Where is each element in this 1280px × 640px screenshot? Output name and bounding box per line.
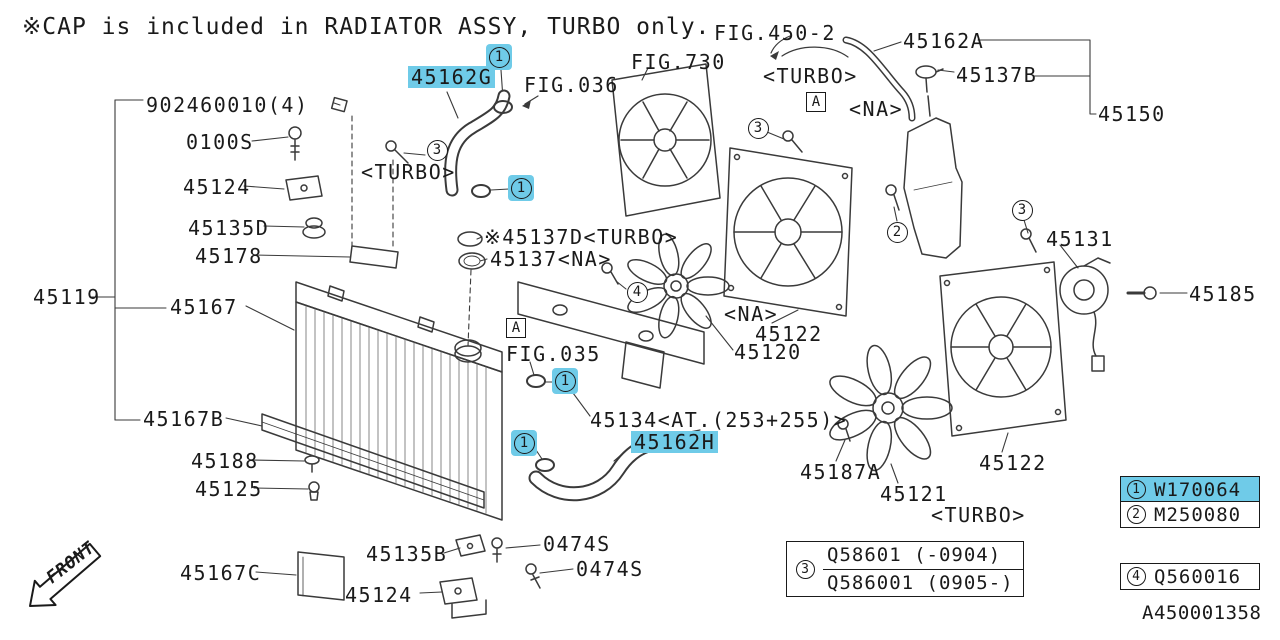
radiator-drawing [295,281,503,521]
fan-shroud-45122-center-drawing [723,147,853,317]
label-45137: 45137<NA> [490,247,612,271]
label-45135b: 45135B [366,542,448,566]
part-code: Q560016 [1154,565,1242,588]
label-45150: 45150 [1098,102,1166,126]
callout-number: 3 [795,559,815,579]
fan-assembly-fig730-drawing [611,63,721,217]
label-45137d: ※45137D<TURBO> [484,225,679,249]
variant-turbo-hose: <TURBO> [361,160,456,184]
label-45178: 45178 [195,244,263,268]
fig-730-ref: FIG.730 [631,50,726,74]
label-45124: 45124 [183,175,251,199]
label-45119: 45119 [33,285,101,309]
callout-number: 3 [1011,199,1033,221]
fig-035-ref: FIG.035 [506,342,601,366]
callout-number: 1 [488,46,510,68]
callout-number: 4 [626,281,648,303]
callout-number: 1 [554,370,576,392]
bolt-45185-drawing [1126,286,1157,300]
callout-number: 3 [747,117,769,139]
part-code: M250080 [1154,503,1242,526]
legend-q3-box: 3 Q58601 (-0904) Q586001 (0905-) [786,541,1024,597]
fan-shroud-45122-right-drawing [939,261,1067,437]
callout-number: 1 [510,177,532,199]
fan-motor-45131-drawing [1059,257,1111,372]
label-45162g: 45162G [408,66,496,88]
legend-item-m250080: 2 M250080 [1120,501,1260,529]
callout-number-column: 3 [787,542,823,596]
callout-4: 4 [624,279,650,305]
callout-1: 1 [486,44,512,70]
label-45131: 45131 [1046,227,1114,251]
variant-na-top: <NA> [849,97,904,121]
callout-number: 1 [1127,480,1146,499]
note-text: ※CAP is included in RADIATOR ASSY, TURBO… [22,14,711,40]
crossmember-45134-drawing [517,281,705,389]
part-code: W170064 [1154,478,1242,501]
reservoir-45150-drawing [903,95,963,259]
legend-item-w170064: 1 W170064 [1120,476,1260,503]
callout-number: 2 [1127,505,1146,525]
part-code: Q58601 (-0904) [823,542,1023,570]
label-45187a: 45187A [800,460,882,484]
legend-q3-rows: Q58601 (-0904) Q586001 (0905-) [823,542,1023,596]
part-code: Q586001 (0905-) [827,571,1014,594]
callout-1: 1 [511,430,537,456]
cap-45137b-drawing [915,65,944,93]
radiator-cap-45137-drawing [457,231,486,270]
callout-3: 3 [1009,197,1035,223]
legend-item-q560016: 4 Q560016 [1120,563,1260,590]
label-902460010: 902460010(4) [146,93,309,117]
callout-1: 1 [508,175,534,201]
document-number: A450001358 [1142,602,1262,624]
label-45122-center: 45122 [755,322,823,346]
view-marker-a: A [806,92,826,112]
label-45167b: 45167B [143,407,225,431]
front-arrow: FRONT [29,538,102,607]
label-0100s: 0100S [186,130,254,154]
fig-036-ref: FIG.036 [524,73,619,97]
variant-na-mid: <NA> [724,302,779,326]
reservoir-hose-45162a-drawing [781,36,916,122]
label-45188: 45188 [191,449,259,473]
lower-support-45167b-drawing [261,413,485,509]
callout-number: 4 [1127,567,1146,586]
label-45185: 45185 [1189,282,1257,306]
label-45134: 45134<AT.(253+255)> [590,408,848,432]
callout-number: 1 [513,432,535,454]
variant-turbo-top: <TURBO> [763,64,858,88]
label-45167c: 45167C [180,561,262,585]
callout-3: 3 [424,137,450,163]
screws-and-bolts-drawing [288,126,1037,589]
callout-number: 2 [886,221,908,243]
fan-45120-drawing [627,233,730,339]
legend-q4-box: 4 Q560016 [1120,563,1260,590]
fig-arrows [522,35,791,109]
label-45162a: 45162A [903,29,985,53]
label-45125: 45125 [195,477,263,501]
label-45122-right: 45122 [979,451,1047,475]
label-0474s-upper: 0474S [543,532,611,556]
small-brackets-drawing [285,96,487,619]
fig-450-2-ref: FIG.450-2 [714,21,836,45]
upper-hose-45162g-drawing [444,89,513,198]
label-45120: 45120 [734,340,802,364]
callout-2: 2 [884,219,910,245]
label-45121: 45121 [880,482,948,506]
callout-3: 3 [745,115,771,141]
callout-number: 3 [426,139,448,161]
label-45124-bottom: 45124 [345,583,413,607]
label-0474s-lower: 0474S [576,557,644,581]
callout-1: 1 [552,368,578,394]
legend-w-m-box: 1 W170064 2 M250080 [1120,476,1260,529]
label-45162h: 45162H [631,431,719,453]
fan-45121-drawing [829,344,953,472]
variant-turbo-bottom: <TURBO> [931,503,1026,527]
label-45137b: 45137B [956,63,1038,87]
view-marker-a: A [506,318,526,338]
label-45167: 45167 [170,295,238,319]
label-45135d: 45135D [188,216,270,240]
